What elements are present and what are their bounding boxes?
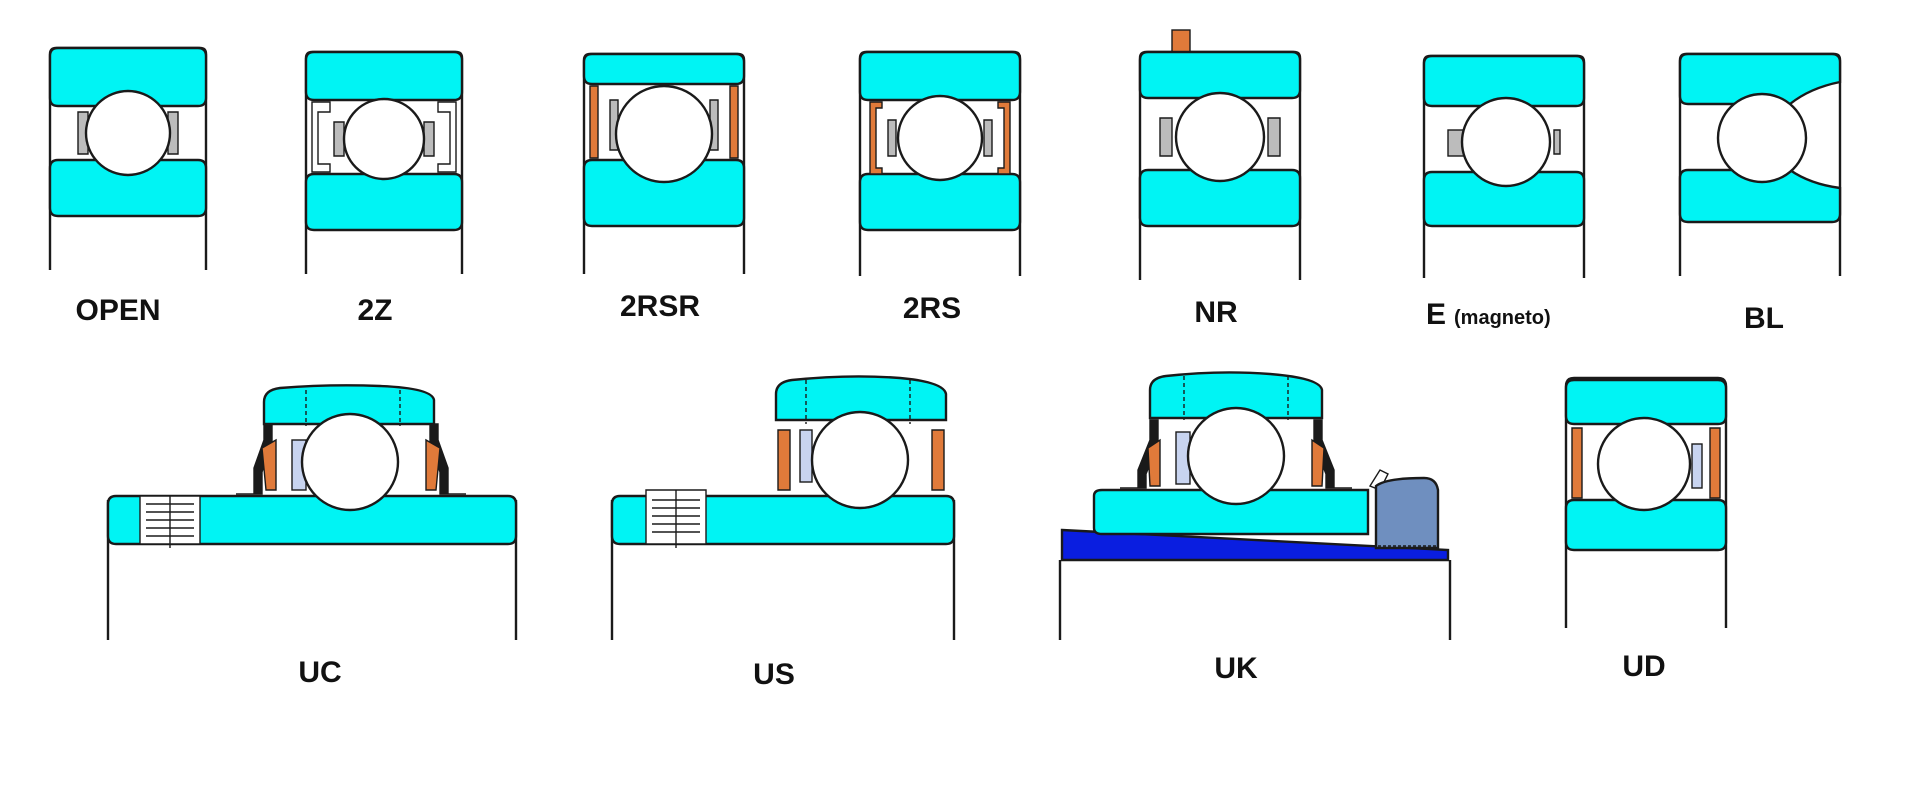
ball [614, 84, 714, 184]
seal-right [729, 85, 739, 159]
bearing-nr [1138, 29, 1302, 280]
seal-left-inner [261, 438, 277, 491]
seal-right [931, 429, 945, 491]
inner-ring [304, 172, 464, 232]
inner-sleeve [106, 494, 518, 546]
lock-nut [1374, 476, 1440, 550]
ball [342, 97, 426, 181]
seal-left [589, 85, 599, 159]
ball [1596, 416, 1692, 512]
inner-ring [582, 158, 746, 228]
label-2rsr: 2RSR [620, 290, 700, 323]
bearing-uc [106, 384, 518, 640]
bearing-bl [1678, 52, 1842, 276]
seal-right [1709, 427, 1721, 499]
outer-ring [1422, 54, 1586, 108]
seal-right [997, 101, 1011, 175]
bearing-2rs [858, 50, 1022, 276]
inner-ring [1564, 498, 1728, 552]
label-us: US [753, 658, 795, 691]
inner-ring [48, 158, 208, 218]
outer-ring [304, 50, 464, 102]
ball [1174, 91, 1266, 183]
ball [1460, 96, 1552, 188]
outer-ring [774, 375, 948, 422]
bearing-us [610, 375, 956, 640]
bearing-2rsr [582, 52, 746, 274]
label-nr: NR [1194, 296, 1238, 329]
outer-ring [1138, 50, 1302, 100]
inner-ring [1138, 168, 1302, 228]
seal-left [869, 101, 883, 175]
bearing-uk [1058, 371, 1452, 640]
cage [1159, 117, 1281, 157]
shield-right [437, 101, 457, 173]
ball [1716, 92, 1808, 184]
outer-ring [858, 50, 1022, 102]
outer-ring [582, 52, 746, 86]
seal-left [1571, 427, 1583, 499]
cage [887, 119, 993, 157]
label-ud: UD [1622, 650, 1665, 683]
bearing-open [48, 46, 208, 270]
bearing-e-magneto [1422, 54, 1586, 278]
seal-right-inner [1311, 438, 1325, 487]
label-uc: UC [298, 656, 341, 689]
outer-ring [1678, 52, 1842, 106]
label-open: OPEN [75, 294, 160, 327]
cage [1553, 129, 1561, 155]
ball [84, 89, 172, 177]
label-e: E [1426, 298, 1446, 331]
ball [896, 94, 984, 182]
seal-left-inner [1147, 438, 1161, 487]
outer-ring [1564, 378, 1728, 426]
inner-ring [1092, 488, 1370, 536]
ball [300, 412, 400, 512]
ball [810, 410, 910, 510]
seal-left [777, 429, 791, 491]
label-e-magneto: (magneto) [1454, 307, 1551, 329]
inner-ring [1422, 170, 1586, 228]
adapter-sleeve [1060, 528, 1450, 562]
inner-ring [1678, 168, 1842, 224]
ball [1186, 406, 1286, 506]
label-2z: 2Z [357, 294, 392, 327]
label-2rs: 2RS [903, 292, 961, 325]
cage [1691, 443, 1703, 489]
label-uk: UK [1214, 652, 1258, 685]
seal-right-inner [425, 438, 441, 491]
shield-left [311, 101, 331, 173]
label-bl: BL [1744, 302, 1784, 335]
cage [799, 429, 813, 483]
inner-ring [858, 172, 1022, 232]
bearing-2z [304, 50, 464, 274]
bearing-ud [1564, 376, 1728, 628]
outer-ring [1148, 371, 1324, 420]
outer-ring [48, 46, 208, 108]
